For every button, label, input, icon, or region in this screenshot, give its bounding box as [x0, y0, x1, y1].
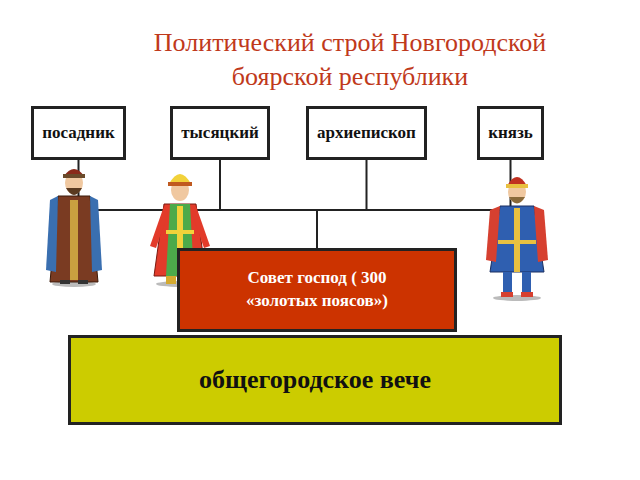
- office-box: тысяцкий: [170, 106, 270, 160]
- office-box: князь: [477, 106, 544, 160]
- node-label: тысяцкий: [181, 123, 259, 143]
- node-label: общегородское вече: [199, 365, 431, 395]
- office-box: посадник: [31, 106, 126, 160]
- node-label: архиепископ: [317, 123, 416, 143]
- node-label: князь: [488, 123, 533, 143]
- connector-line: [317, 160, 511, 248]
- connector-line: [317, 160, 367, 248]
- council-box: Совет господ ( 300 «золотых поясов»): [177, 248, 457, 332]
- title-text: Политический строй Новгородской боярской…: [75, 26, 585, 94]
- office-box: архиепископ: [306, 106, 427, 160]
- posadnik-figure: [46, 169, 102, 287]
- node-label: Совет господ ( 300 «золотых поясов»): [222, 267, 412, 313]
- diagram-title: Политический строй Новгородской боярской…: [20, 26, 640, 94]
- connector-line: [220, 160, 317, 248]
- knyaz-figure: [486, 177, 548, 301]
- node-label: посадник: [42, 123, 115, 143]
- veche-box: общегородское вече: [68, 335, 562, 425]
